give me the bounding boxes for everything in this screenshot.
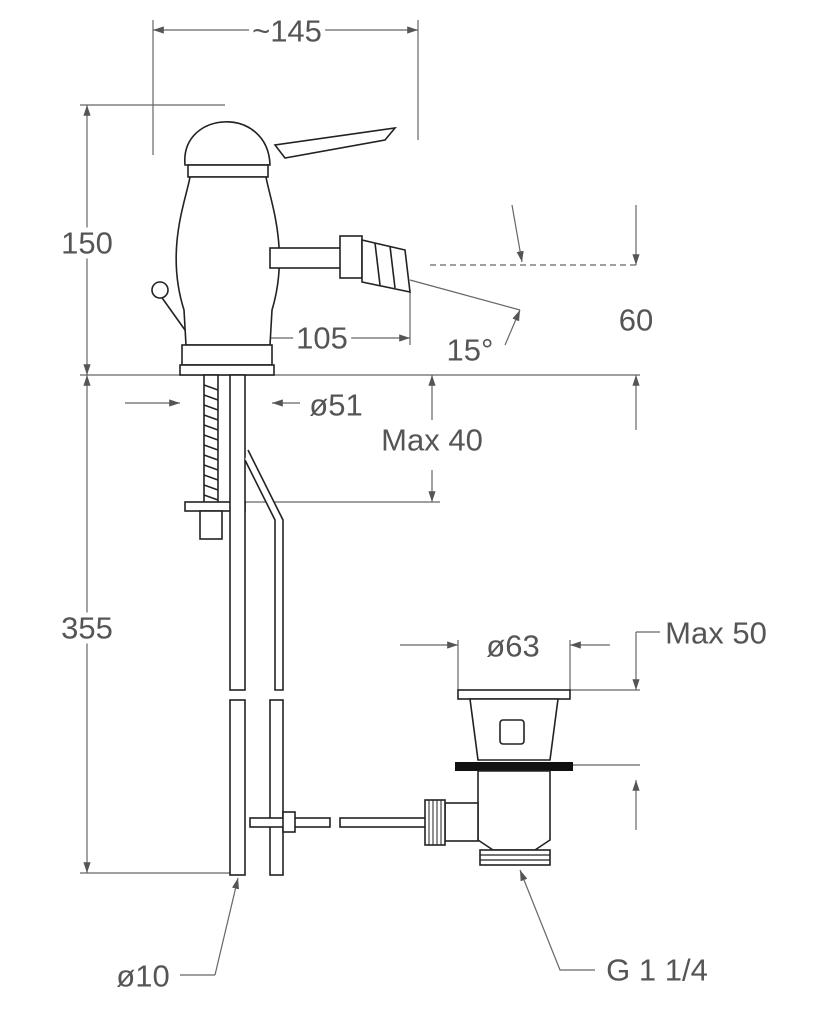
dimension-lines	[80, 20, 660, 976]
waste-thread-label: G 1 1/4	[603, 954, 711, 986]
max-deck-thickness-label: Max 40	[378, 424, 486, 456]
spray-angle-label: 15°	[443, 334, 497, 366]
tail-length-label: 355	[58, 612, 116, 644]
spout-height-label: 60	[615, 304, 657, 336]
waste-diameter-label: ø63	[483, 630, 543, 662]
base-diameter-label: ø51	[306, 389, 366, 421]
mixer-body	[151, 121, 411, 376]
spout-reach-label: 105	[293, 322, 351, 354]
body-height-label: 150	[58, 227, 116, 259]
rod-diameter-label: ø10	[113, 960, 173, 992]
overall-width-label: ~145	[249, 15, 325, 47]
waste-max-thickness-label: Max 50	[662, 617, 770, 649]
waste-assembly	[424, 689, 573, 866]
tails	[184, 374, 431, 876]
